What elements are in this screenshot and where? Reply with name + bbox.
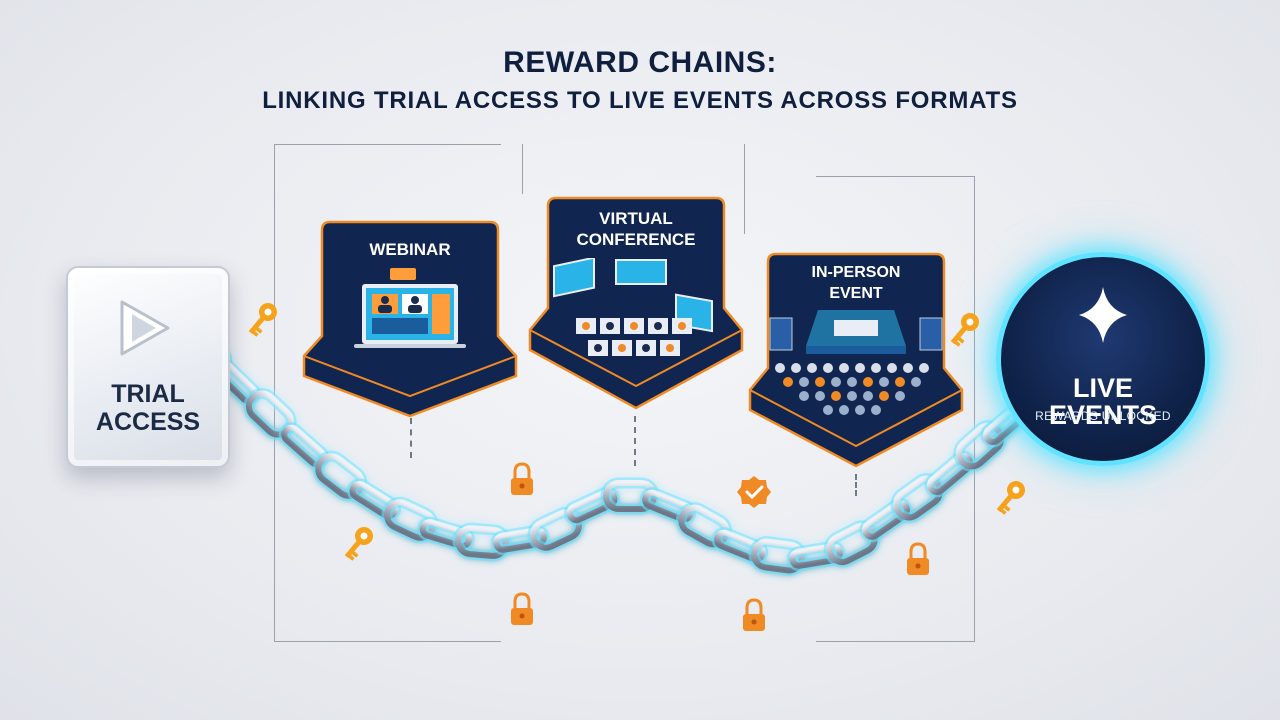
live-events-title: LIVE EVENTS (1001, 375, 1205, 429)
inperson-panel-shape (748, 252, 964, 468)
live-title-line2: EVENTS (1048, 400, 1158, 430)
chain-link (859, 497, 913, 543)
inperson-label-line1: IN-PERSON (811, 264, 901, 281)
rewards-unlocked-caption: REWARDS UNLOCKED (1035, 409, 1171, 423)
sparkle-icon (1079, 287, 1127, 343)
video-grid-icon (553, 258, 713, 356)
trial-label-line2: ACCESS (95, 408, 201, 436)
chain-link (564, 486, 620, 526)
laptop-video-call-icon (354, 268, 466, 348)
live-events-badge[interactable]: LIVE EVENTS (996, 252, 1210, 466)
chain-link (347, 478, 401, 522)
webinar-label: WEBINAR (369, 240, 451, 259)
trial-label-line1: TRIAL (111, 380, 185, 408)
stage-audience-icon (769, 310, 943, 415)
page-subtitle: LINKING TRIAL ACCESS TO LIVE EVENTS ACRO… (262, 87, 1018, 114)
inperson-label: IN-PERSON EVENT (746, 262, 966, 304)
chain-link (490, 524, 550, 556)
inperson-label-line2: EVENT (829, 285, 883, 302)
virtual-panel-shape (528, 196, 744, 410)
in-person-panel[interactable]: IN-PERSON EVENT (746, 252, 966, 468)
page-title: REWARD CHAINS: (503, 46, 777, 79)
trial-access-card[interactable]: TRIAL ACCESS (66, 266, 230, 468)
chain-link (417, 516, 475, 552)
webinar-panel[interactable]: WEBINAR (300, 218, 520, 418)
chain-link (953, 420, 1007, 472)
live-title-line1: LIVE (1072, 373, 1133, 403)
trial-access-label: TRIAL ACCESS (68, 380, 228, 436)
chain-link (381, 496, 439, 544)
virtual-label-line2: CONFERENCE (576, 230, 696, 249)
right-frame-bracket (816, 176, 975, 642)
chain-link (890, 473, 946, 523)
chain-link (639, 487, 697, 525)
chain-link (748, 536, 808, 576)
virtual-conference-panel[interactable]: VIRTUAL CONFERENCE (526, 196, 746, 410)
virtual-connector (634, 416, 636, 466)
chain-link (786, 540, 846, 572)
chain-link (312, 450, 368, 502)
chain-link (711, 527, 769, 565)
play-icon (120, 300, 170, 356)
webinar-connector (410, 418, 412, 458)
frame-divider-right (744, 144, 745, 234)
inperson-connector (855, 474, 857, 496)
frame-divider-left (522, 144, 523, 194)
chain-link (924, 450, 976, 498)
virtual-label-line1: VIRTUAL (599, 209, 673, 228)
virtual-label: VIRTUAL CONFERENCE (526, 208, 746, 250)
